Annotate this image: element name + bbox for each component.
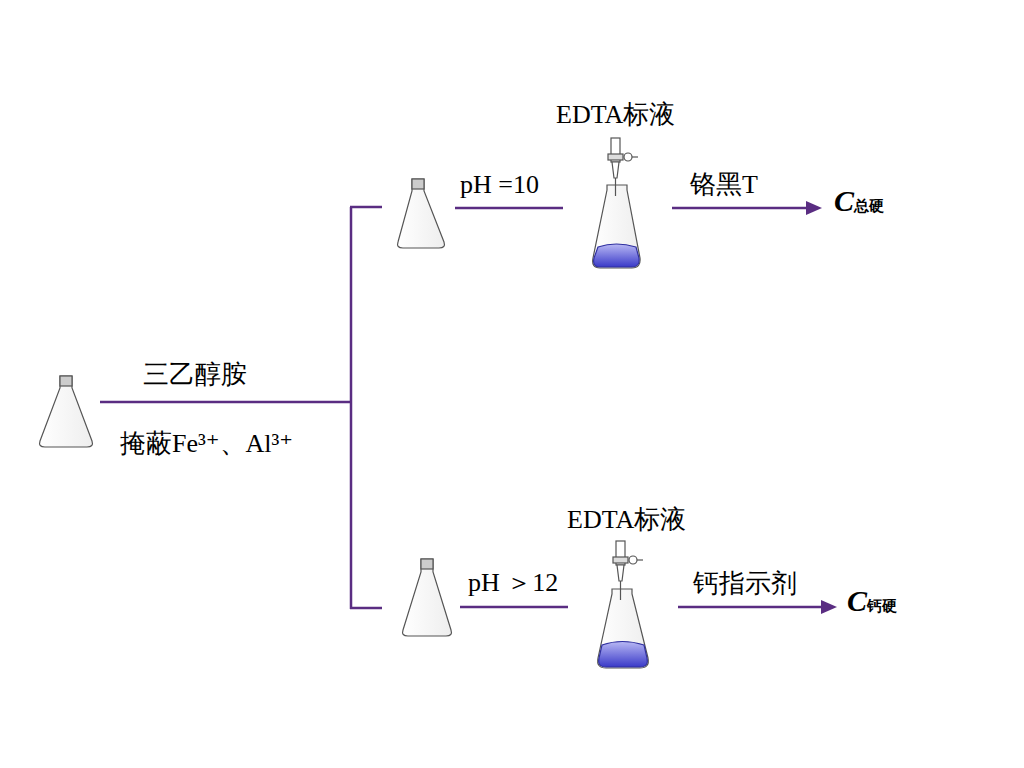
reagent-label: EDTA标液 bbox=[556, 102, 675, 128]
condition-label: pH ＞12 bbox=[468, 570, 558, 596]
reagent-label: 三乙醇胺 bbox=[143, 362, 247, 388]
note-label: 掩蔽Fe³⁺、Al³⁺ bbox=[120, 431, 293, 457]
arrowheads bbox=[806, 201, 837, 614]
indicator-label: 铬黑T bbox=[690, 172, 758, 198]
burette-bottom bbox=[598, 541, 649, 668]
result-label: C总硬 bbox=[834, 186, 884, 216]
result-label: C钙硬 bbox=[847, 586, 897, 616]
indicator-label: 钙指示剂 bbox=[693, 571, 797, 597]
burette-top bbox=[593, 138, 640, 268]
condition-label: pH =10 bbox=[460, 172, 539, 198]
flow-lines bbox=[100, 207, 825, 609]
flasks bbox=[40, 179, 452, 636]
reagent-label: EDTA标液 bbox=[567, 507, 686, 533]
